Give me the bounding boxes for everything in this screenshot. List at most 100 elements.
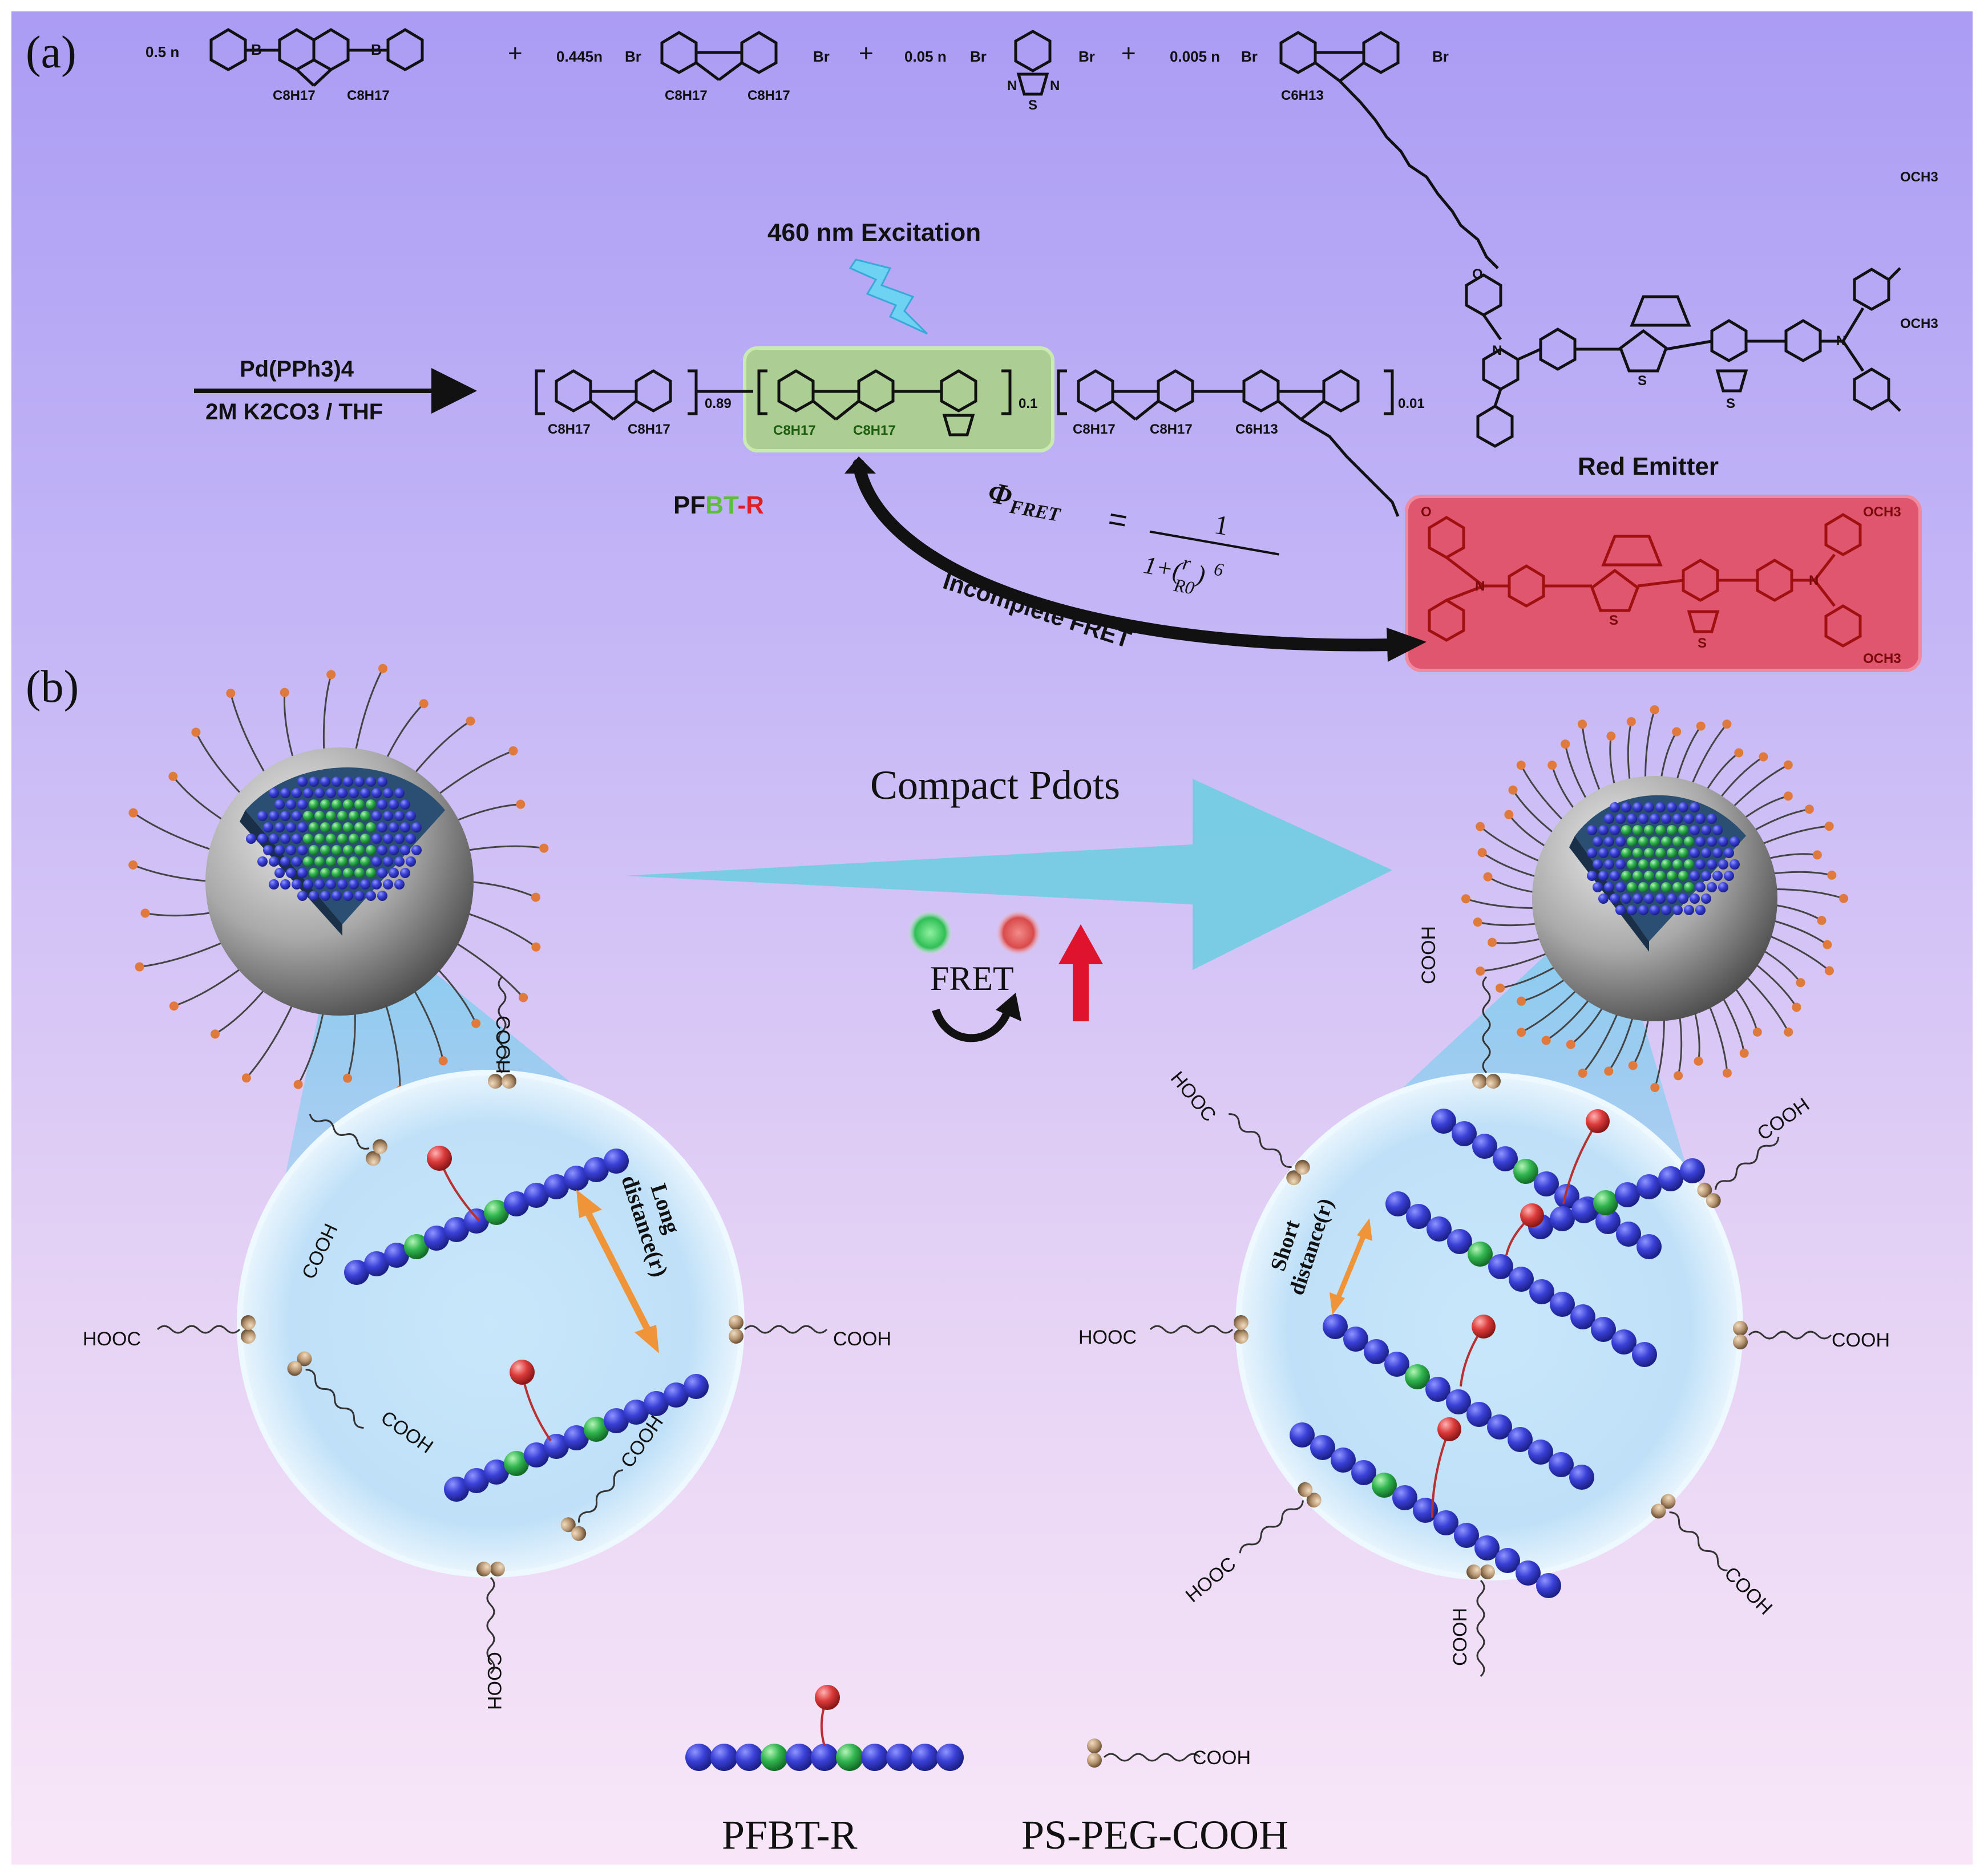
surface-bead xyxy=(140,908,150,918)
surface-bead xyxy=(226,689,236,698)
peg-cooh-chain xyxy=(729,1315,828,1344)
core-bead xyxy=(1604,814,1614,824)
sulfur-4: S xyxy=(1638,373,1647,389)
panel-b: (b) Compact Pdots FRET xyxy=(26,662,1890,1710)
blue-bead xyxy=(1425,1377,1450,1402)
blue-bead xyxy=(1446,1389,1471,1414)
core-bead xyxy=(1661,905,1671,915)
core-bead xyxy=(337,856,347,867)
core-bead xyxy=(389,845,399,855)
surface-chain xyxy=(172,775,228,823)
blue-bead xyxy=(444,1477,469,1502)
conditions-label: 2M K2CO3 / THF xyxy=(205,399,383,424)
core-bead xyxy=(343,891,353,901)
core-bead xyxy=(326,856,336,867)
core-bead xyxy=(1633,893,1643,904)
legend-peg-symbol xyxy=(1087,1738,1201,1768)
peg-cooh-chain xyxy=(156,1315,256,1344)
core-bead xyxy=(269,834,279,844)
core-bead xyxy=(1678,893,1688,904)
green-bead xyxy=(1513,1159,1538,1184)
core-bead xyxy=(1655,802,1666,812)
nitrogen-4b: N xyxy=(1836,333,1846,349)
legend-pfbtr-label: PFBT-R xyxy=(722,1812,857,1858)
blue-bead xyxy=(584,1157,609,1182)
surface-bead xyxy=(1516,761,1526,770)
core-bead xyxy=(314,788,325,798)
red-n1: N xyxy=(1475,579,1485,594)
blue-bead xyxy=(524,1183,549,1208)
core-bead xyxy=(1633,802,1643,812)
blue-bead xyxy=(1343,1327,1368,1352)
green-bead xyxy=(404,1234,429,1259)
core-bead xyxy=(1615,859,1626,870)
core-bead xyxy=(383,811,393,821)
green-bead xyxy=(761,1744,788,1771)
surface-chain xyxy=(1480,826,1545,864)
blue-bead xyxy=(684,1374,709,1399)
core-bead xyxy=(303,879,313,890)
cooh-right-top: COOH xyxy=(1418,926,1440,984)
surface-bead xyxy=(241,1073,251,1083)
bt-unit-highlight xyxy=(743,346,1054,452)
poly-sub-2: 0.1 xyxy=(1019,396,1037,411)
core-bead xyxy=(1707,836,1717,847)
surface-bead xyxy=(1517,996,1526,1006)
core-bead xyxy=(1730,859,1740,870)
legend-peg-cooh: COOH xyxy=(1193,1747,1251,1769)
poly-alkyl-7: C6H13 xyxy=(1235,422,1278,437)
surface-bead xyxy=(531,942,541,952)
core-bead xyxy=(1701,871,1711,881)
core-bead xyxy=(366,799,376,810)
surface-bead xyxy=(280,688,289,697)
surface-chain xyxy=(434,965,477,1024)
surface-bead xyxy=(1476,966,1485,976)
surface-chain xyxy=(1521,986,1580,1033)
left-zoom-circle xyxy=(237,1070,745,1578)
blue-bead xyxy=(1495,1548,1520,1573)
core-bead xyxy=(1667,825,1677,835)
core-bead xyxy=(326,879,336,890)
blue-bead xyxy=(624,1400,649,1425)
surface-chain xyxy=(1520,765,1567,824)
methoxy-4a: OCH3 xyxy=(1900,169,1938,185)
surface-bead xyxy=(1838,893,1848,903)
core-bead xyxy=(332,799,342,810)
core-bead xyxy=(320,868,330,878)
core-bead xyxy=(1724,871,1734,881)
surface-chain xyxy=(463,845,544,852)
core-bead xyxy=(1593,859,1603,870)
core-bead xyxy=(280,788,290,798)
core-bead xyxy=(1712,848,1723,858)
core-bead xyxy=(246,834,256,844)
core-bead xyxy=(326,834,336,844)
core-bead xyxy=(1695,905,1706,915)
core-bead xyxy=(320,799,330,810)
core-bead xyxy=(400,868,410,878)
surface-chain xyxy=(1707,1002,1728,1073)
surface-chain xyxy=(451,940,524,998)
core-bead xyxy=(360,811,370,821)
red-oxygen: O xyxy=(1421,504,1432,520)
blue-bead xyxy=(1310,1435,1335,1460)
blue-bead xyxy=(911,1744,939,1771)
core-bead xyxy=(1621,825,1631,835)
surface-bead xyxy=(1796,978,1805,988)
blue-bead xyxy=(464,1208,489,1234)
surface-chain xyxy=(1743,973,1789,1033)
core-bead xyxy=(394,856,405,867)
core-bead xyxy=(354,845,365,855)
blue-bead xyxy=(1550,1206,1575,1231)
peg-cooh-chain xyxy=(309,1114,387,1166)
right-polymer-chains xyxy=(1290,1109,1705,1598)
surface-chain xyxy=(411,985,445,1061)
core-bead xyxy=(1627,814,1637,824)
core-bead xyxy=(303,834,313,844)
peg-cooh-chain xyxy=(560,1469,623,1541)
surface-chain xyxy=(1690,723,1728,789)
core-bead xyxy=(1695,882,1706,892)
core-bead xyxy=(1724,848,1734,858)
core-bead xyxy=(1638,859,1648,870)
core-bead xyxy=(320,822,330,832)
core-bead xyxy=(383,834,393,844)
